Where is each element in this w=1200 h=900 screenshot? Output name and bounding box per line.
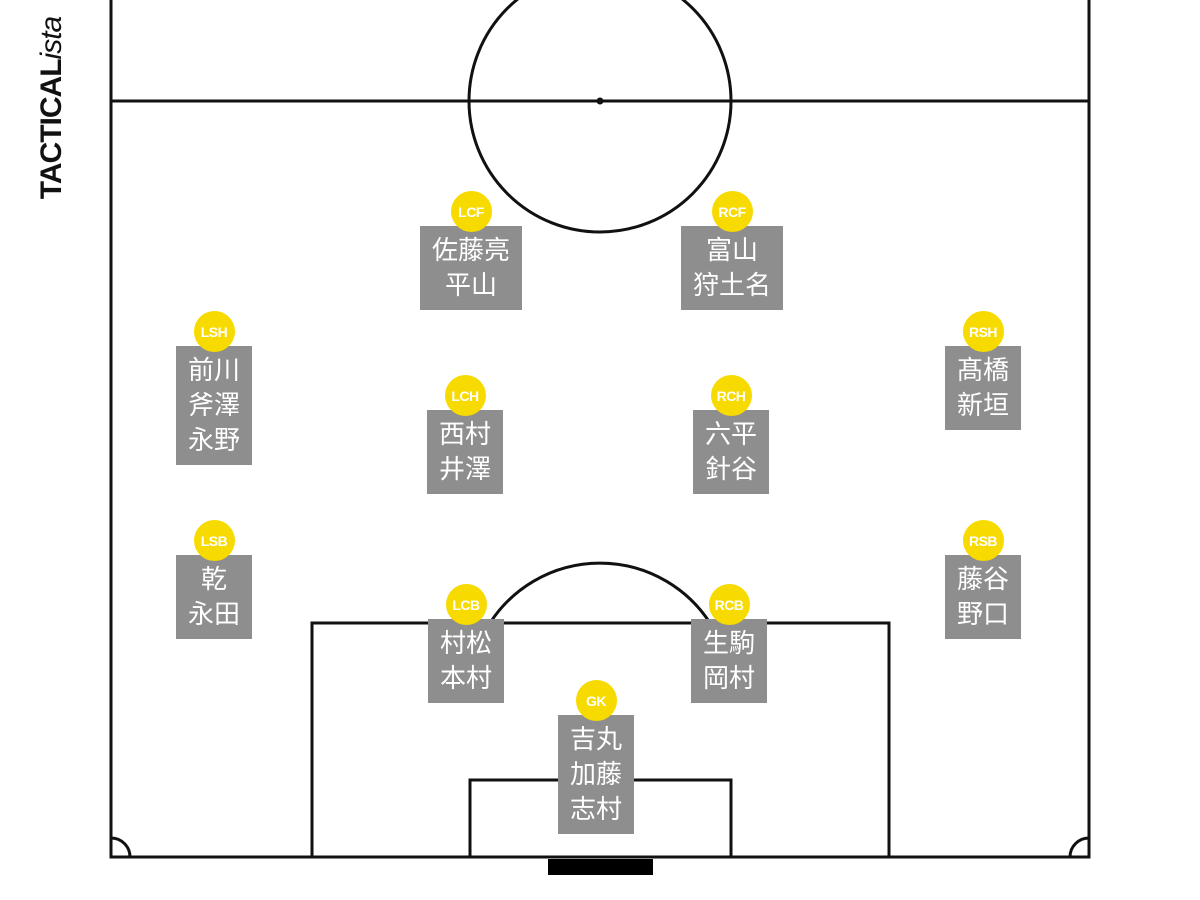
penalty-arc <box>488 561 712 624</box>
position-badge-rch: RCH <box>710 375 752 416</box>
name-box-rcf: 富山 狩土名 <box>680 226 783 310</box>
position-badge-gk: GK <box>575 680 617 721</box>
player-name: 髙橋 <box>956 356 1009 386</box>
player-name: 藤谷 <box>956 565 1009 595</box>
position-badge-lch: LCH <box>444 375 486 416</box>
position-badge-rsh: RSH <box>962 311 1004 352</box>
player-name: 志村 <box>569 795 622 825</box>
player-rsh: RSH 髙橋 新垣 <box>918 311 1048 430</box>
player-rch: RCH 六平 針谷 <box>666 375 796 494</box>
player-name: 吉丸 <box>569 725 622 755</box>
player-gk: GK 吉丸 加藤 志村 <box>531 680 661 834</box>
position-badge-rsb: RSB <box>962 520 1004 561</box>
player-name: 野口 <box>956 600 1009 630</box>
player-lcf: LCF 佐藤亮 平山 <box>406 191 536 310</box>
name-box-gk: 吉丸 加藤 志村 <box>557 715 634 834</box>
player-name: 斧澤 <box>187 391 240 421</box>
center-spot <box>596 97 604 105</box>
player-name: 乾 <box>200 565 227 595</box>
player-name: 平山 <box>444 271 497 301</box>
player-name: 前川 <box>187 356 240 386</box>
position-badge-rcb: RCB <box>708 584 750 625</box>
position-badge-lsb: LSB <box>193 520 235 561</box>
player-name: 岡村 <box>702 664 755 694</box>
player-lcb: LCB 村松 本村 <box>401 584 531 703</box>
player-rcb: RCB 生駒 岡村 <box>664 584 794 703</box>
player-name: 針谷 <box>704 455 757 485</box>
player-name: 永田 <box>187 600 240 630</box>
player-name: 井澤 <box>438 455 491 485</box>
name-box-rsh: 髙橋 新垣 <box>944 346 1021 430</box>
position-badge-rcf: RCF <box>711 191 753 232</box>
player-lsb: LSB 乾 永田 <box>149 520 279 639</box>
name-box-lch: 西村 井澤 <box>426 410 503 494</box>
player-name: 富山 <box>705 236 758 266</box>
player-name: 六平 <box>704 420 757 450</box>
name-box-lsh: 前川 斧澤 永野 <box>175 346 252 465</box>
position-badge-lcb: LCB <box>445 584 487 625</box>
name-box-lcf: 佐藤亮 平山 <box>419 226 522 310</box>
name-box-rch: 六平 針谷 <box>692 410 769 494</box>
player-name: 狩土名 <box>692 271 771 301</box>
name-box-lsb: 乾 永田 <box>175 555 252 639</box>
player-rsb: RSB 藤谷 野口 <box>918 520 1048 639</box>
player-name: 村松 <box>439 629 492 659</box>
player-name: 佐藤亮 <box>431 236 510 266</box>
player-lsh: LSH 前川 斧澤 永野 <box>149 311 279 465</box>
center-circle <box>467 0 733 234</box>
goal <box>548 859 653 875</box>
player-name: 永野 <box>187 426 240 456</box>
player-name: 新垣 <box>956 391 1009 421</box>
position-badge-lsh: LSH <box>193 311 235 352</box>
player-rcf: RCF 富山 狩土名 <box>667 191 797 310</box>
player-name: 生駒 <box>702 629 755 659</box>
player-lch: LCH 西村 井澤 <box>400 375 530 494</box>
name-box-rsb: 藤谷 野口 <box>944 555 1021 639</box>
corner-arc-right <box>1068 836 1090 858</box>
player-name: 西村 <box>438 420 491 450</box>
player-name: 本村 <box>439 664 492 694</box>
name-box-rcb: 生駒 岡村 <box>690 619 767 703</box>
corner-arc-left <box>110 836 132 858</box>
player-name: 加藤 <box>569 760 622 790</box>
position-badge-lcf: LCF <box>450 191 492 232</box>
name-box-lcb: 村松 本村 <box>427 619 504 703</box>
